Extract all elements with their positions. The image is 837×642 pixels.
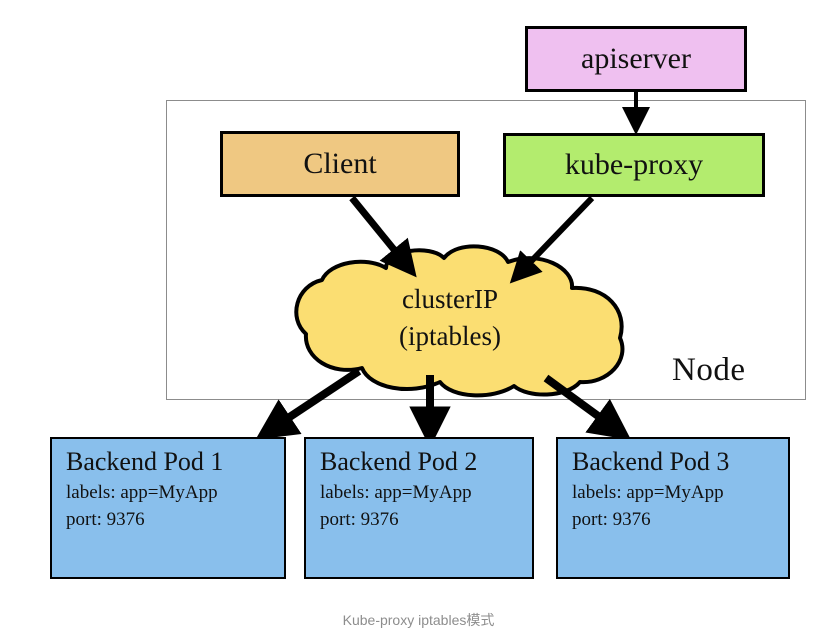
backend-pod-box: Backend Pod 2 labels: app=MyApp port: 93…: [304, 437, 534, 579]
kube-proxy-label: kube-proxy: [564, 148, 704, 181]
backend-pod-box: Backend Pod 1 labels: app=MyApp port: 93…: [50, 437, 286, 579]
client-box: Client: [220, 131, 460, 197]
pod-title: Backend Pod 1: [66, 447, 224, 476]
pod-port: port: 9376: [320, 509, 399, 530]
edge-clusterip-to-pod-1: [255, 367, 362, 440]
pod-labels: labels: app=MyApp: [320, 482, 472, 503]
pod-port: port: 9376: [66, 509, 145, 530]
client-label: Client: [303, 147, 377, 180]
pod-labels: labels: app=MyApp: [572, 482, 724, 503]
edge-client-to-clusterip: [349, 195, 417, 278]
backend-pod-box: Backend Pod 3 labels: app=MyApp port: 93…: [556, 437, 790, 579]
pod-title: Backend Pod 2: [320, 447, 478, 476]
pod-labels: labels: app=MyApp: [66, 482, 218, 503]
apiserver-box: apiserver: [525, 26, 747, 92]
pod-title: Backend Pod 3: [572, 447, 730, 476]
pod-port: port: 9376: [572, 509, 651, 530]
figure-caption: Kube-proxy iptables模式: [342, 612, 495, 628]
node-container: [166, 100, 806, 400]
edge-clusterip-to-pod-3: [543, 374, 632, 441]
edge-kubeproxy-to-clusterip: [509, 195, 595, 284]
clusterip-cloud-shape: [294, 244, 625, 398]
apiserver-label: apiserver: [581, 42, 691, 75]
node-label: Node: [672, 352, 746, 388]
kube-proxy-box: kube-proxy: [503, 133, 765, 197]
